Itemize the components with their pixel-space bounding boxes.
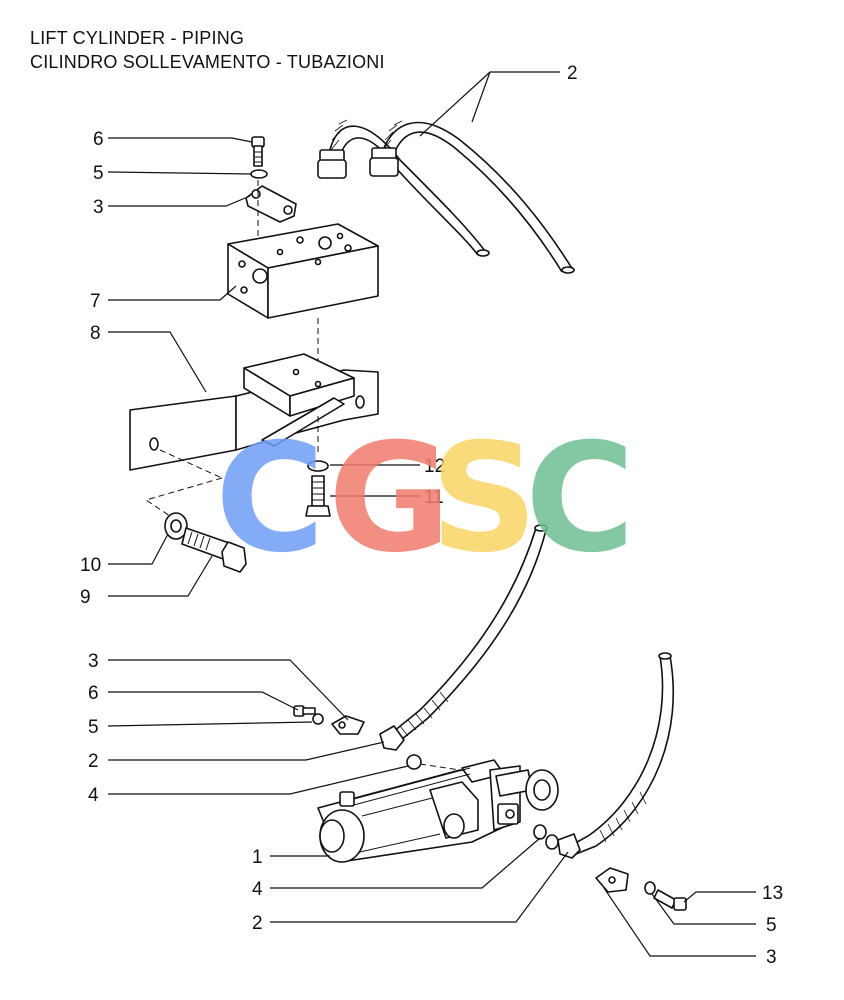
valve-block — [227, 223, 379, 319]
washer-top — [250, 169, 268, 179]
hose-lower-left — [379, 524, 548, 751]
callout-numbers: 2 6 5 3 7 8 12 11 10 9 3 6 5 2 4 1 4 2 1… — [80, 63, 783, 968]
callout-3-top: 3 — [93, 197, 104, 218]
callout-9: 9 — [80, 587, 91, 608]
callout-3-right: 3 — [766, 947, 777, 968]
callout-12: 12 — [424, 456, 445, 477]
hose-pair-top — [317, 119, 575, 274]
diagram-subtitle: CILINDRO SOLLEVAMENTO - TUBAZIONI — [30, 52, 385, 72]
callout-6-top: 6 — [93, 129, 104, 150]
hose-lower-right — [557, 652, 674, 859]
watermark-letter-c2: C — [525, 412, 635, 586]
callout-2-left: 2 — [88, 751, 99, 772]
diagram-title: LIFT CYLINDER - PIPING — [30, 28, 245, 48]
watermark-letter-c1: C — [215, 412, 325, 586]
leader-lines — [107, 71, 756, 957]
callout-2-bottom: 2 — [252, 913, 263, 934]
callout-1: 1 — [252, 847, 263, 868]
mounting-bracket — [129, 353, 379, 471]
watermark-letter-g: G — [328, 412, 451, 586]
callout-4-bottom: 4 — [252, 879, 263, 900]
callout-5-left: 5 — [88, 717, 99, 738]
callout-5-right: 5 — [766, 915, 777, 936]
callout-2-top: 2 — [567, 63, 578, 84]
washer-10 — [164, 512, 188, 540]
callout-8: 8 — [90, 323, 101, 344]
washer-right-5 — [644, 881, 656, 895]
callout-10: 10 — [80, 555, 101, 576]
seal-4-right — [533, 824, 547, 840]
bolt-9 — [181, 527, 247, 573]
callout-5-top: 5 — [93, 163, 104, 184]
seal-4-right-b — [545, 834, 559, 850]
cgsc-watermark: C G S C — [215, 412, 635, 586]
clamp-top — [245, 185, 297, 223]
seal-4-left — [406, 754, 422, 770]
callout-11: 11 — [424, 487, 444, 508]
watermark-letter-s: S — [430, 412, 538, 586]
bolt-left-6 — [293, 705, 316, 717]
callout-13: 13 — [762, 883, 783, 904]
callout-4-left: 4 — [88, 785, 99, 806]
callout-7: 7 — [90, 291, 101, 312]
lift-cylinder — [317, 759, 559, 863]
callout-6-left: 6 — [88, 683, 99, 704]
clamp-right — [595, 867, 629, 893]
callout-3-left: 3 — [88, 651, 99, 672]
bolt-11 — [305, 475, 331, 517]
clamp-left — [331, 715, 365, 735]
bolt-top — [251, 136, 265, 167]
washer-12 — [307, 460, 329, 472]
bolt-right-13 — [653, 889, 687, 911]
washer-left-5 — [312, 713, 324, 725]
